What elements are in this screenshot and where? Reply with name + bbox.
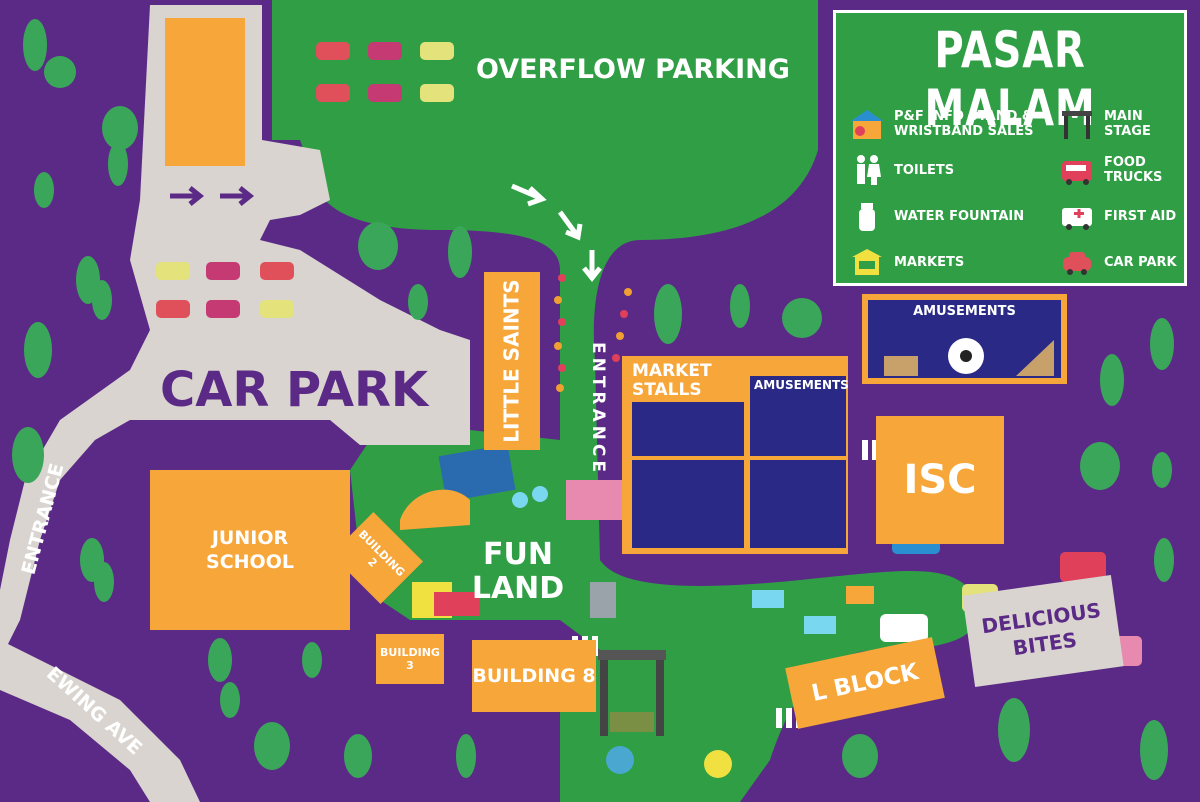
overflow-parking-label: OVERFLOW PARKING [476, 54, 790, 85]
parking-strip [165, 18, 245, 166]
legend-item-car-park: CAR PARK [1060, 245, 1180, 279]
isc-label: ISC [903, 457, 977, 503]
legend-item-water-fountain: WATER FOUNTAIN [850, 199, 1060, 233]
legend-label: TOILETS [894, 162, 955, 178]
amusements-inner: AMUSEMENTS [868, 300, 1061, 378]
legend-label: FIRST AID [1104, 208, 1177, 224]
market-panel-2 [632, 460, 744, 548]
amusements-label: AMUSEMENTS [913, 304, 1016, 319]
isc-building: ISC [876, 416, 1004, 544]
ewing-ave-road [0, 640, 200, 802]
amusement-icons [884, 338, 1054, 376]
legend-label: WATER FOUNTAIN [894, 208, 1025, 224]
legend-label: CAR PARK [1104, 254, 1177, 270]
food-truck-icon [1062, 161, 1092, 185]
building-8: BUILDING 8 [472, 640, 596, 712]
legend-item-first-aid: FIRST AID [1060, 199, 1180, 233]
arrow-right-icon [220, 186, 255, 206]
legend-label: MARKETS [894, 254, 965, 270]
legend-label: FOOD TRUCKS [1104, 155, 1163, 185]
car-park-road [0, 5, 470, 660]
legend-item-toilets: TOILETS [850, 153, 1060, 187]
info-stand-icon [851, 110, 883, 139]
l-block-label: L BLOCK [809, 659, 921, 707]
legend-label: MAIN STAGE [1104, 109, 1151, 139]
market-panel-1 [632, 402, 744, 456]
car-icons [156, 42, 454, 318]
arrow-icon [511, 183, 547, 207]
market-stalls-area: MARKET STALLS AMUSEMENTS [622, 356, 849, 554]
market-stall-icon [852, 249, 882, 275]
water-fountain-icon [859, 203, 875, 231]
building-3-label: BUILDING 3 [380, 646, 440, 672]
fun-land-label: FUN LAND [471, 537, 565, 606]
map-legend: PASAR MALAM P&F INFO STAND & WRISTBAND S… [833, 10, 1187, 286]
main-stage-icon [1062, 111, 1092, 139]
ambulance-icon [1062, 208, 1092, 230]
arrow-icon [557, 210, 583, 241]
legend-item-markets: MARKETS [850, 245, 1060, 279]
junior-school-building: JUNIOR SCHOOL [150, 470, 350, 630]
arrow-right-icon [170, 186, 205, 206]
building-8-label: BUILDING 8 [472, 665, 596, 687]
inflatable-panel [750, 460, 846, 548]
amusements-panel: AMUSEMENTS [750, 376, 849, 456]
building-3: BUILDING 3 [376, 634, 444, 684]
car-park-label: CAR PARK [160, 362, 429, 418]
legend-item-food-trucks: FOOD TRUCKS [1060, 153, 1180, 187]
delicious-bites-label: DELICIOUS BITES [979, 597, 1103, 661]
dining-tables [752, 586, 928, 642]
main-stage-icon [598, 650, 732, 778]
legend-item-main-stage: MAIN STAGE [1060, 107, 1180, 141]
legend-item-info-stand: P&F INFO STAND & WRISTBAND SALES [850, 107, 1060, 141]
amusements-area: AMUSEMENTS [862, 294, 1067, 384]
arrow-icon [582, 250, 602, 283]
main-entrance-label: ENTRANCE [588, 342, 608, 476]
amusements-small-label: AMUSEMENTS [754, 378, 849, 392]
market-stalls-label: MARKET STALLS [632, 361, 712, 400]
little-saints-label: LITTLE SAINTS [500, 279, 525, 443]
legend-label: P&F INFO STAND & WRISTBAND SALES [894, 109, 1034, 139]
tree-icons [12, 19, 1174, 780]
fun-land-rides [400, 444, 622, 618]
junior-school-label: JUNIOR SCHOOL [206, 527, 294, 573]
toilets-icon [857, 155, 881, 185]
balloon-decorations [554, 274, 632, 392]
little-saints-building: LITTLE SAINTS [484, 272, 540, 450]
car-icon [1063, 252, 1091, 275]
